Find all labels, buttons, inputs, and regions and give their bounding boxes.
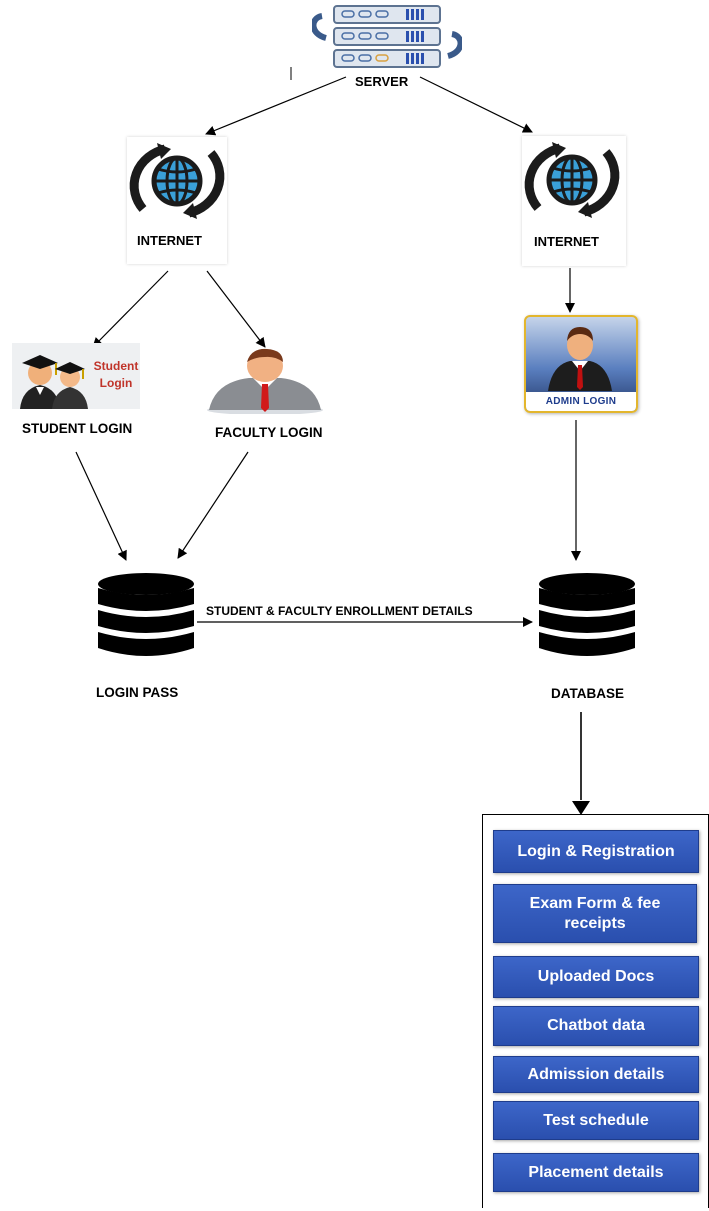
globe-icon — [510, 138, 634, 222]
login-pass-label: LOGIN PASS — [96, 685, 179, 700]
arrow-internet-to-faculty — [206, 270, 266, 348]
database-label: DATABASE — [551, 686, 624, 701]
modules-panel: Login & Registration Exam Form & fee rec… — [482, 814, 709, 1208]
module-admission-details: Admission details — [493, 1056, 699, 1093]
module-exam-form: Exam Form & fee receipts — [493, 884, 697, 943]
database-icon — [537, 572, 637, 662]
database-icon — [96, 572, 196, 662]
faculty-login-label: FACULTY LOGIN — [215, 425, 323, 440]
student-login-label: STUDENT LOGIN — [22, 421, 133, 436]
module-placement-details: Placement details — [493, 1153, 699, 1192]
student-login-icon-text: Student Login — [92, 358, 140, 392]
arrow-server-to-internet-right — [419, 76, 533, 133]
businessman-icon — [548, 327, 612, 391]
student-login-icon: Student Login — [12, 343, 140, 409]
arrow-faculty-to-loginpass — [177, 451, 249, 559]
graduates-icon — [20, 355, 88, 409]
globe-icon — [115, 139, 239, 223]
arrow-internet-to-student — [92, 270, 169, 348]
module-chatbot-data: Chatbot data — [493, 1006, 699, 1046]
student-login-icon-line2: Login — [99, 376, 133, 390]
arrow-student-to-loginpass — [75, 451, 127, 561]
internet-left-label: INTERNET — [137, 233, 202, 248]
enrollment-edge-label: STUDENT & FACULTY ENROLLMENT DETAILS — [206, 604, 473, 618]
server-label: SERVER — [355, 74, 409, 89]
arrow-server-to-internet-left — [205, 76, 347, 136]
student-login-icon-line1: Student — [93, 359, 139, 373]
internet-right-node: INTERNET — [522, 136, 626, 266]
internet-right-label: INTERNET — [534, 234, 599, 249]
internet-left-node: INTERNET — [127, 137, 227, 264]
module-login-registration: Login & Registration — [493, 830, 699, 873]
businessman-icon — [205, 348, 325, 415]
module-test-schedule: Test schedule — [493, 1101, 699, 1140]
admin-login-icon: ADMIN LOGIN — [524, 315, 638, 413]
admin-login-text: ADMIN LOGIN — [526, 392, 636, 411]
module-uploaded-docs: Uploaded Docs — [493, 956, 699, 998]
server-icon — [310, 4, 464, 72]
